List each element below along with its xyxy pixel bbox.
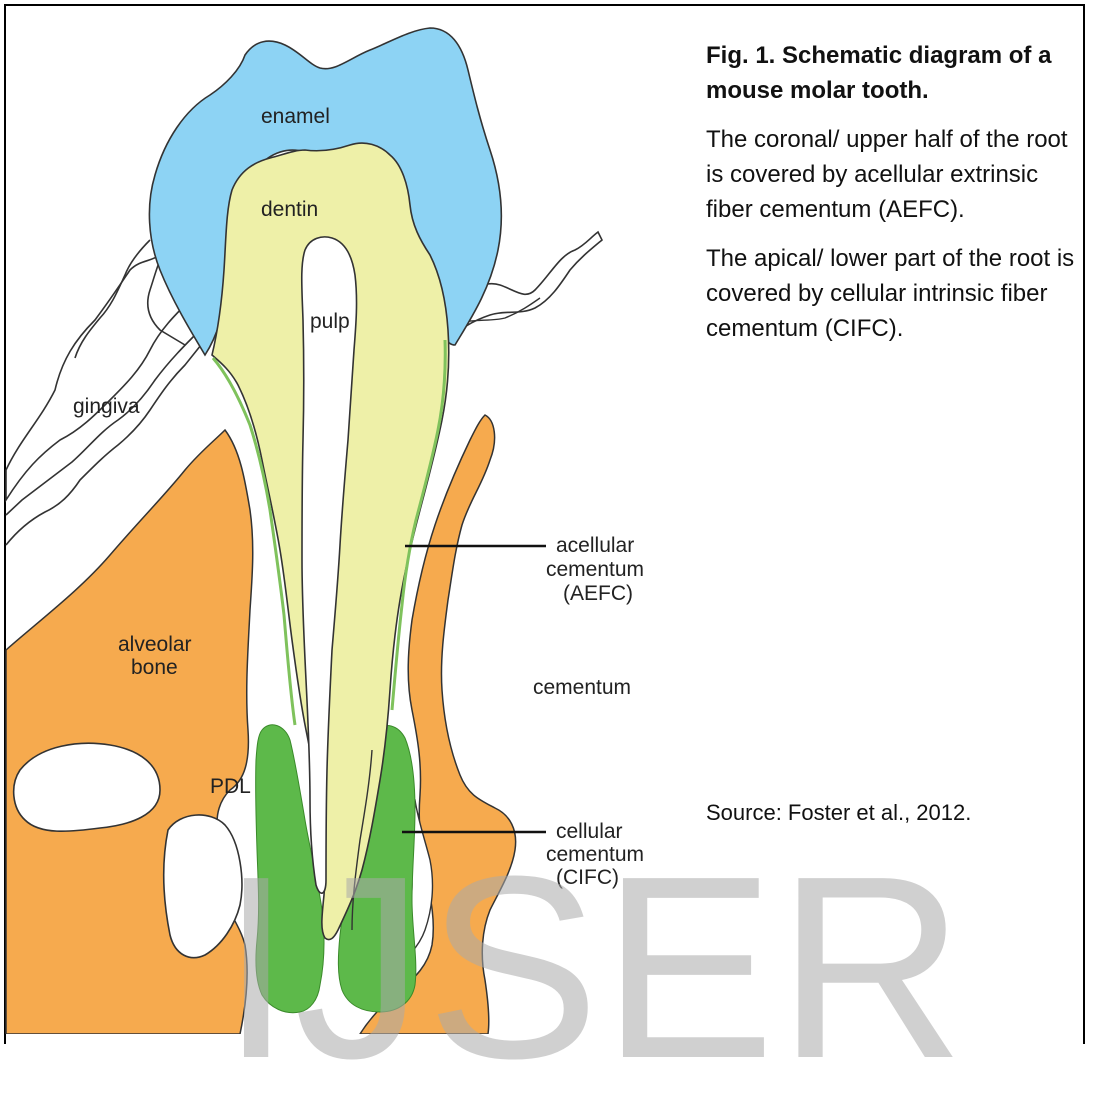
label-enamel: enamel bbox=[261, 105, 330, 128]
label-alveolar: alveolar bbox=[118, 633, 192, 656]
label-bone: bone bbox=[131, 656, 178, 679]
label-dentin: dentin bbox=[261, 198, 318, 221]
tooth-diagram-svg: enamel dentin pulp gingiva alveolar bone… bbox=[0, 0, 700, 1034]
label-cementum: cementum bbox=[533, 676, 631, 699]
label-gingiva: gingiva bbox=[73, 395, 140, 418]
source-credit: Source: Foster et al., 2012. bbox=[706, 800, 971, 826]
label-pdl: PDL bbox=[210, 775, 251, 798]
label-acellular: acellular bbox=[556, 534, 634, 557]
label-aefc: (AEFC) bbox=[563, 582, 633, 605]
caption-paragraph-2: The apical/ lower part of the root is co… bbox=[706, 241, 1086, 346]
label-cellular: cellular bbox=[556, 820, 623, 843]
label-cifc: (CIFC) bbox=[556, 866, 619, 889]
figure-caption: Fig. 1. Schematic diagram of a mouse mol… bbox=[706, 38, 1086, 360]
label-cellular-cementum: cementum bbox=[546, 843, 644, 866]
caption-title: Fig. 1. Schematic diagram of a mouse mol… bbox=[706, 38, 1086, 108]
label-pulp: pulp bbox=[310, 310, 350, 333]
label-acellular-cementum: cementum bbox=[546, 558, 644, 581]
caption-paragraph-1: The coronal/ upper half of the root is c… bbox=[706, 122, 1086, 227]
marrow-space-1 bbox=[14, 743, 160, 831]
